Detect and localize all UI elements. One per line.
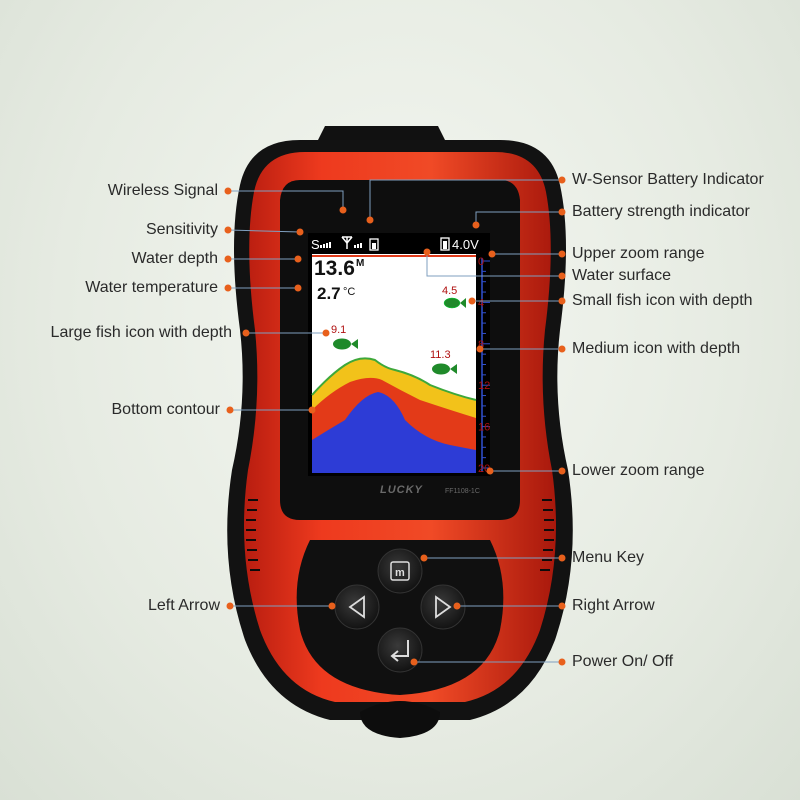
large-fish-depth: 9.1	[331, 324, 346, 336]
label-upper-zoom: Upper zoom range	[572, 245, 705, 262]
label-small-fish: Small fish icon with depth	[572, 292, 753, 309]
keypad-panel	[296, 540, 504, 695]
sensitivity-indicator: S	[311, 237, 320, 252]
right-arrow-icon	[435, 595, 452, 619]
left-arrow-icon	[348, 595, 365, 619]
medium-fish-icon	[432, 363, 457, 375]
medium-fish-depth: 11.3	[430, 349, 451, 361]
side-grip-left	[246, 499, 260, 571]
label-bottom-contour: Bottom contour	[111, 401, 221, 418]
label-power: Power On/ Off	[572, 653, 674, 670]
label-water-depth: Water depth	[131, 250, 218, 267]
label-wireless-signal: Wireless Signal	[107, 182, 218, 199]
menu-icon	[390, 561, 410, 581]
small-fish-depth: 4.5	[442, 285, 457, 297]
top-clip	[318, 126, 445, 140]
water-depth-unit: M	[356, 258, 364, 269]
power-key[interactable]	[377, 627, 423, 673]
label-w-sensor-battery: W-Sensor Battery Indicator	[572, 171, 764, 188]
battery-icon	[440, 237, 450, 251]
menu-key[interactable]: m	[377, 548, 423, 594]
bottom-contour-top	[311, 357, 477, 401]
right-arrow-key[interactable]	[420, 584, 466, 630]
depth-scale-label: 0	[478, 256, 484, 268]
label-left-arrow: Left Arrow	[147, 597, 220, 614]
water-temperature-value: 2.7	[317, 284, 341, 303]
brand-logo: LUCKY	[380, 484, 424, 496]
bottom-echo-blue	[312, 392, 476, 473]
wireless-signal-icon	[341, 236, 353, 249]
large-fish-icon	[333, 338, 358, 350]
label-battery-strength: Battery strength indicator	[572, 203, 750, 220]
callout-dots	[224, 176, 566, 666]
w-sensor-battery-fill	[372, 243, 376, 249]
label-water-temperature: Water temperature	[85, 279, 218, 296]
callout-lines	[227, 179, 562, 663]
enter-power-icon	[390, 640, 409, 662]
label-menu-key: Menu Key	[572, 549, 645, 566]
label-right-arrow: Right Arrow	[572, 597, 655, 614]
water-depth-value: 13.6	[314, 257, 355, 280]
menu-key-glyph: m	[395, 567, 405, 579]
model-number: FF1108-1C	[445, 488, 480, 495]
label-sensitivity: Sensitivity	[145, 221, 218, 238]
depth-scale-label: 12	[478, 380, 490, 392]
depth-scale-label: 8	[478, 339, 484, 351]
battery-fill	[443, 241, 447, 249]
side-grip-right	[540, 499, 554, 571]
label-medium-fish: Medium icon with depth	[572, 340, 741, 357]
depth-scale-ticks	[482, 260, 490, 469]
w-sensor-battery-icon	[369, 238, 379, 251]
depth-scale-label: 16	[478, 422, 490, 434]
label-large-fish: Large fish icon with depth	[50, 324, 232, 341]
label-water-surface: Water surface	[572, 267, 671, 284]
water-temperature-unit: °C	[343, 286, 355, 298]
battery-voltage: 4.0V	[452, 237, 479, 252]
sensitivity-bars-icon	[320, 242, 331, 248]
lanyard-loop	[360, 701, 440, 738]
signal-bars-icon	[354, 243, 362, 248]
left-arrow-key[interactable]	[334, 584, 380, 630]
small-fish-icon	[443, 297, 466, 309]
depth-scale-label: 4	[478, 297, 484, 309]
label-lower-zoom: Lower zoom range	[572, 462, 705, 479]
